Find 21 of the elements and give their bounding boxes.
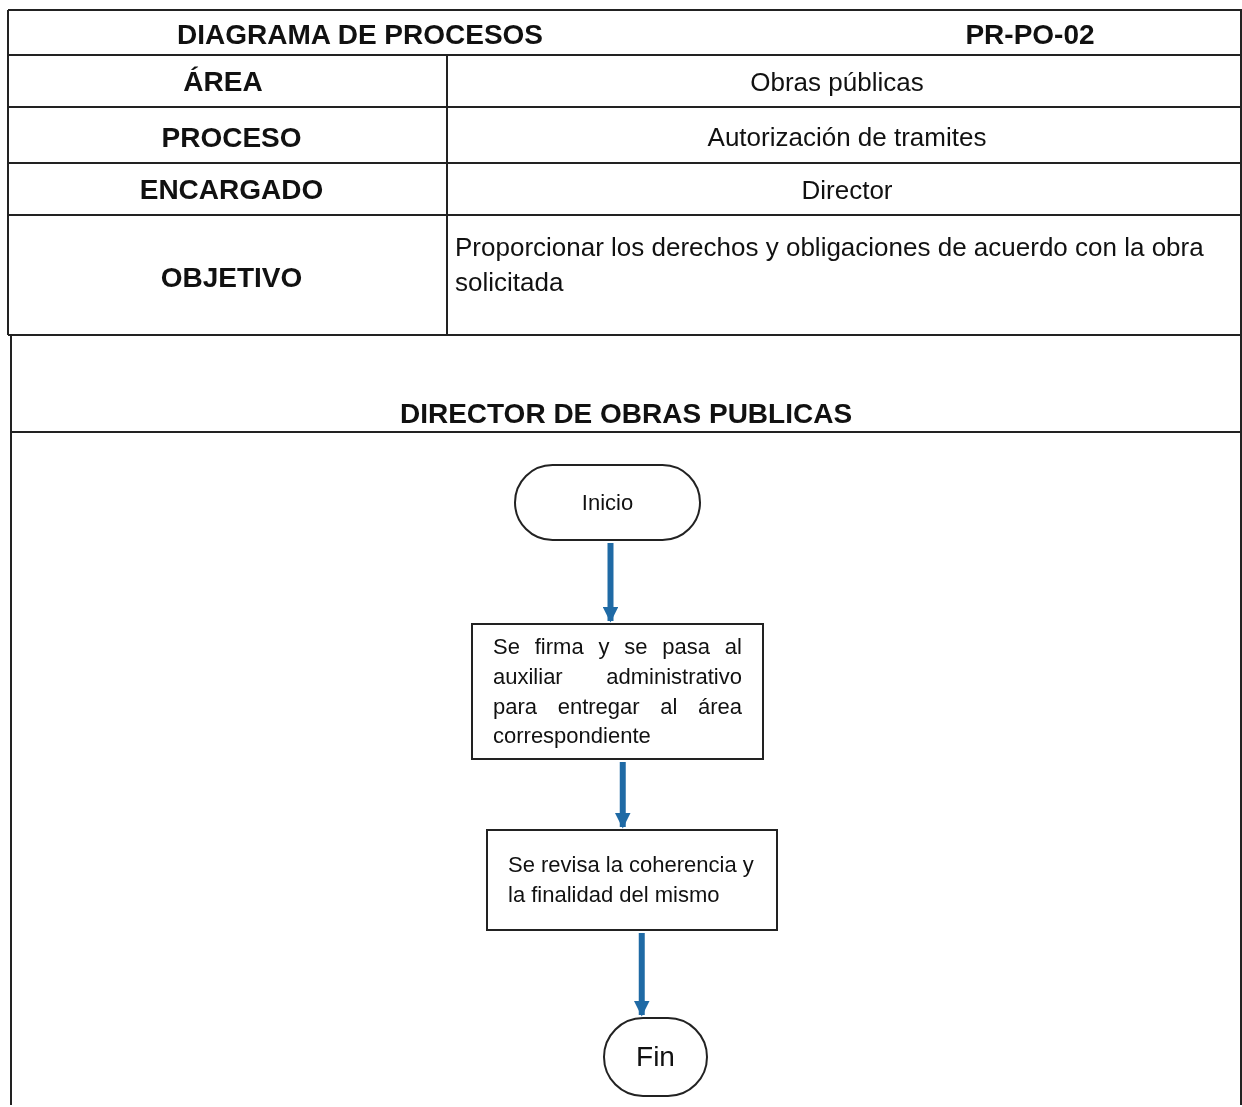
lane-heading: DIRECTOR DE OBRAS PUBLICAS — [398, 398, 854, 430]
document-code: PR-PO-02 — [964, 18, 1096, 52]
field-value: Director — [800, 173, 894, 207]
arrow — [633, 933, 650, 1017]
table-title: DIAGRAMA DE PROCESOS — [175, 18, 545, 52]
arrow — [614, 762, 631, 829]
node-text: Se revisa la coherencia y la finalidad del mismo — [507, 851, 755, 909]
field-label: OBJETIVO — [159, 261, 304, 295]
process-box — [486, 829, 778, 931]
field-value: Obras públicas — [749, 65, 925, 99]
node-text: Se firma y se pasa al auxiliar administrativo para entregar al área correspondiente — [492, 633, 743, 751]
process-box — [471, 623, 764, 760]
field-label: ÁREA — [182, 65, 264, 99]
node-text: Inicio — [581, 488, 634, 517]
field-value: Autorización de tramites — [706, 121, 988, 154]
arrow — [602, 543, 619, 623]
field-label: ENCARGADO — [138, 173, 325, 207]
field-label: PROCESO — [160, 120, 303, 155]
swimlane — [10, 335, 1242, 1105]
node-text: Fin — [636, 1040, 675, 1075]
field-value: Proporcionar los derechos y obligaciones de acuerdo con la obra solicitada — [455, 230, 1205, 299]
